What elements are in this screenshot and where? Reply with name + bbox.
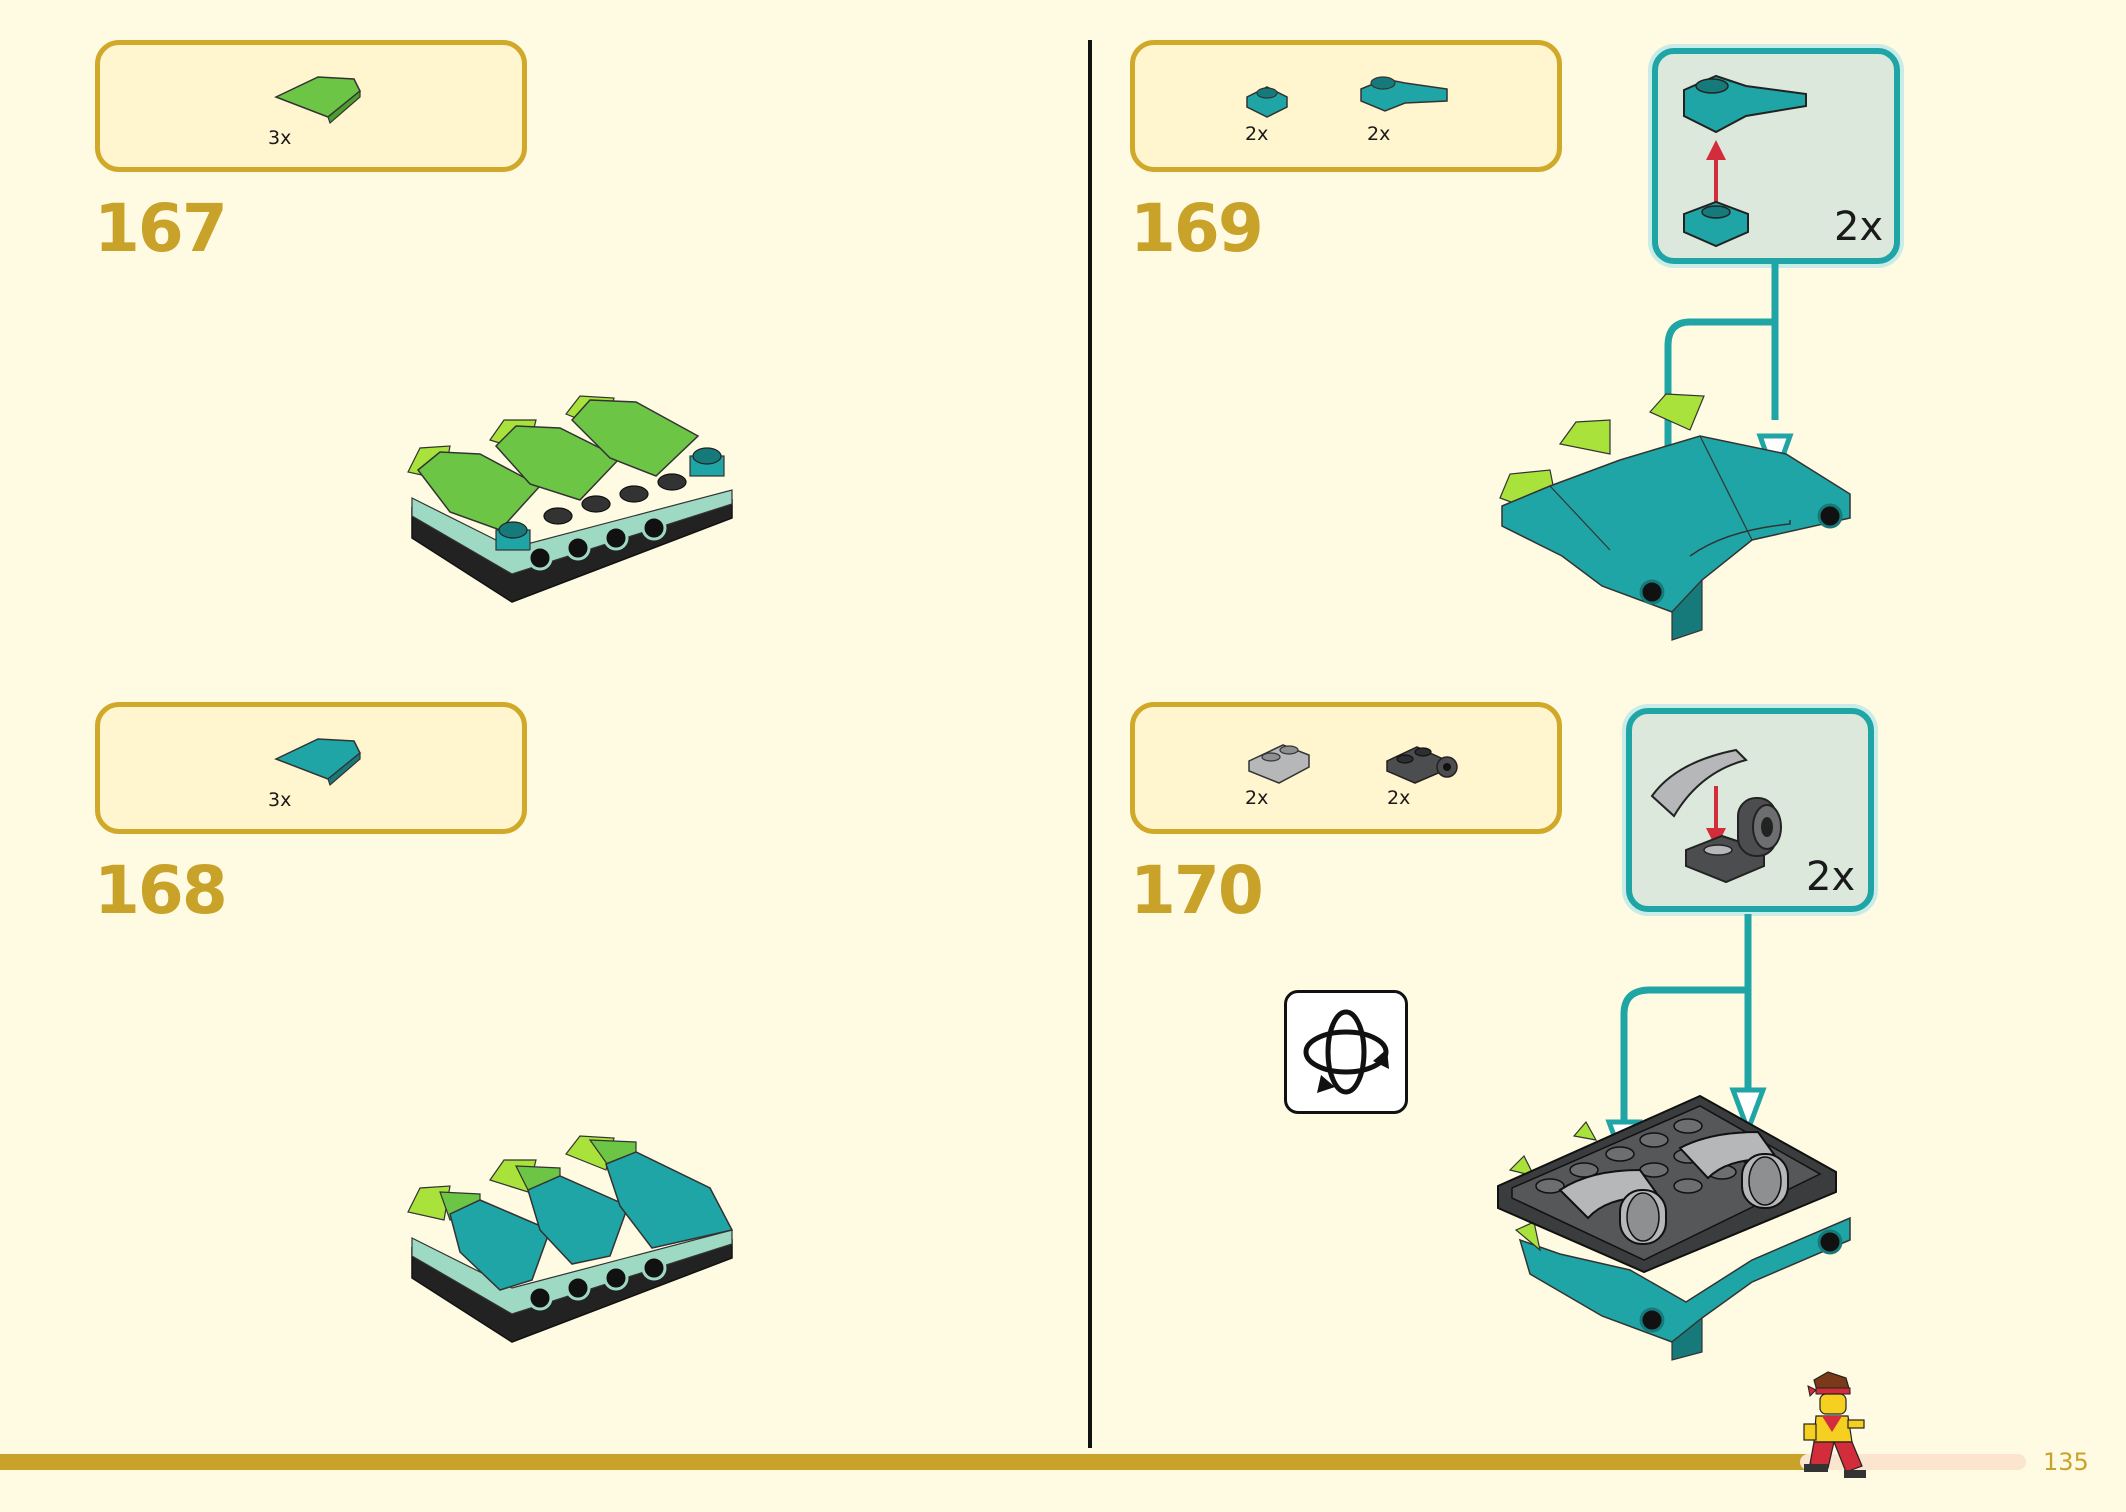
part-quantity: 3x xyxy=(268,789,292,811)
part-quantity: 2x xyxy=(1245,787,1269,809)
model-step-170 xyxy=(1497,1094,1851,1361)
subassembly-quantity: 2x xyxy=(1834,204,1884,250)
model-step-167 xyxy=(407,395,733,603)
subassembly-callout-step-170: 2x xyxy=(1626,708,1874,912)
green-curved-slope-icon xyxy=(274,76,361,125)
page-divider xyxy=(1088,40,1092,1448)
teal-curved-slope-icon xyxy=(274,738,361,787)
subassembly-diagram xyxy=(1650,748,1782,884)
step-number-169: 169 xyxy=(1130,190,1264,267)
model-step-168 xyxy=(407,1135,734,1343)
parts-callout-step-170: 2x 2x xyxy=(1130,702,1562,834)
step-number-167: 167 xyxy=(94,190,228,267)
part-quantity: 2x xyxy=(1387,787,1411,809)
model-step-169 xyxy=(1499,393,1851,641)
page-number: 135 xyxy=(2043,1448,2089,1476)
teal-curved-slope-icon xyxy=(1360,76,1448,112)
parts-callout-step-169: 2x 2x xyxy=(1130,40,1562,172)
dark-gray-clip-plate-icon xyxy=(1386,746,1458,784)
step-number-170: 170 xyxy=(1130,852,1264,929)
parts-callout-step-167: 3x xyxy=(95,40,527,172)
step-number-168: 168 xyxy=(94,852,228,929)
footer-bar xyxy=(0,1454,1860,1470)
part-quantity: 3x xyxy=(268,127,292,149)
subassembly-quantity: 2x xyxy=(1806,854,1856,900)
parts-callout-step-168: 3x xyxy=(95,702,527,834)
part-quantity: 2x xyxy=(1367,123,1391,145)
subassembly-diagram xyxy=(1683,74,1807,248)
minifigure-runner-icon xyxy=(1803,1371,1866,1478)
subassembly-callout-step-169: 2x xyxy=(1652,48,1900,264)
light-gray-inverted-bracket-icon xyxy=(1248,744,1310,784)
part-quantity: 2x xyxy=(1245,123,1269,145)
rotate-model-icon xyxy=(1284,990,1408,1114)
teal-1x1-plate-icon xyxy=(1246,86,1288,118)
